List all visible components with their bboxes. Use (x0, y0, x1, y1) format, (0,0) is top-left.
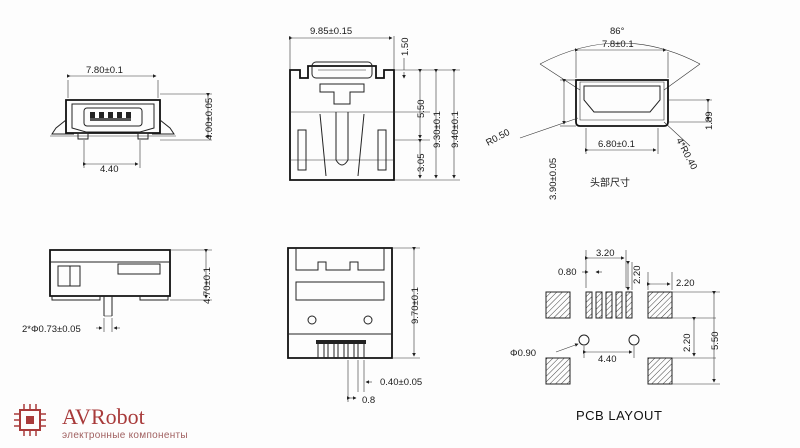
top-d-dim: 9.40±0.1 (450, 111, 461, 148)
head-top-dim: 7.8±0.1 (602, 39, 634, 50)
avrobot-logo: AVRobot электронные компоненты (14, 404, 188, 441)
logo-tagline: электронные компоненты (62, 430, 188, 441)
side-post-dim: 2*Φ0.73±0.05 (22, 324, 81, 335)
head-caption: 头部尺寸 (590, 176, 630, 189)
side-height-dim: 4.70±0.1 (202, 267, 213, 304)
pcb-span-dim: 3.20 (596, 248, 615, 259)
pcb-hole-span-dim: 4.40 (598, 354, 617, 365)
pcb-pad-h-dim: 2.20 (632, 266, 643, 285)
pcb-mount-pad-bl (545, 357, 571, 385)
pcb-layout-title: PCB LAYOUT (576, 408, 662, 423)
pcb-total-dim: 5.50 (710, 332, 721, 351)
pcb-mount-pad-br (647, 357, 673, 385)
head-height-dim: 3.90±0.05 (548, 158, 559, 200)
front-pins (90, 112, 131, 121)
logo-name: AVRobot (62, 404, 145, 429)
pcb-mount-pad-tr (647, 291, 673, 319)
top-view: 9.85±0.15 1.50 5.50 3.05 9.30±0.1 9.40±0… (289, 26, 461, 181)
pcb-hole-right (628, 334, 640, 346)
bottom-pins (316, 340, 366, 359)
side-view: 4.70±0.1 2*Φ0.73±0.05 (22, 249, 213, 335)
head-corner-dim: 4*R0.40 (673, 136, 699, 171)
pcb-layout: 3.20 0.80 2.20 2.20 Φ0.90 4.40 (510, 248, 721, 423)
pcb-pitch-dim: 0.80 (558, 267, 577, 278)
bottom-view: 9.70±0.1 0.40±0.05 0.8 (287, 247, 422, 406)
pcb-pad-w-dim: 2.20 (676, 278, 695, 289)
front-height-dim: 4.00±0.05 (204, 98, 215, 140)
bottom-pin-width-dim: 0.40±0.05 (380, 377, 422, 388)
pcb-pad-gap-dim: 2.20 (682, 334, 693, 353)
front-width-dim: 7.80±0.1 (86, 65, 123, 76)
bottom-height-dim: 9.70±0.1 (410, 287, 421, 324)
head-bottom-dim: 6.80±0.1 (598, 139, 635, 150)
head-side-dim: 1.89 (704, 112, 715, 131)
chip-icon (14, 404, 46, 436)
head-radius-dim: R0.50 (484, 127, 512, 149)
pcb-hole-dim: Φ0.90 (510, 348, 536, 359)
front-view: 7.80±0.1 4.00±0.05 4.40 (50, 65, 215, 175)
top-tab-dim: 1.50 (400, 38, 411, 57)
pcb-hole-left (578, 334, 590, 346)
head-angle-dim: 86° (610, 26, 625, 37)
top-b-dim: 3.05 (416, 154, 427, 173)
pcb-signal-pads (585, 291, 633, 319)
top-a-dim: 5.50 (416, 100, 427, 119)
head-view: 86° 7.8±0.1 6.80±0.1 R0.50 4*R0.40 3.90±… (484, 26, 715, 200)
top-c-dim: 9.30±0.1 (432, 111, 443, 148)
top-width-dim: 9.85±0.15 (310, 26, 352, 37)
pcb-mount-pad-tl (545, 291, 571, 319)
bottom-pitch-dim: 0.8 (362, 395, 375, 406)
front-pin-span-dim: 4.40 (100, 164, 119, 175)
